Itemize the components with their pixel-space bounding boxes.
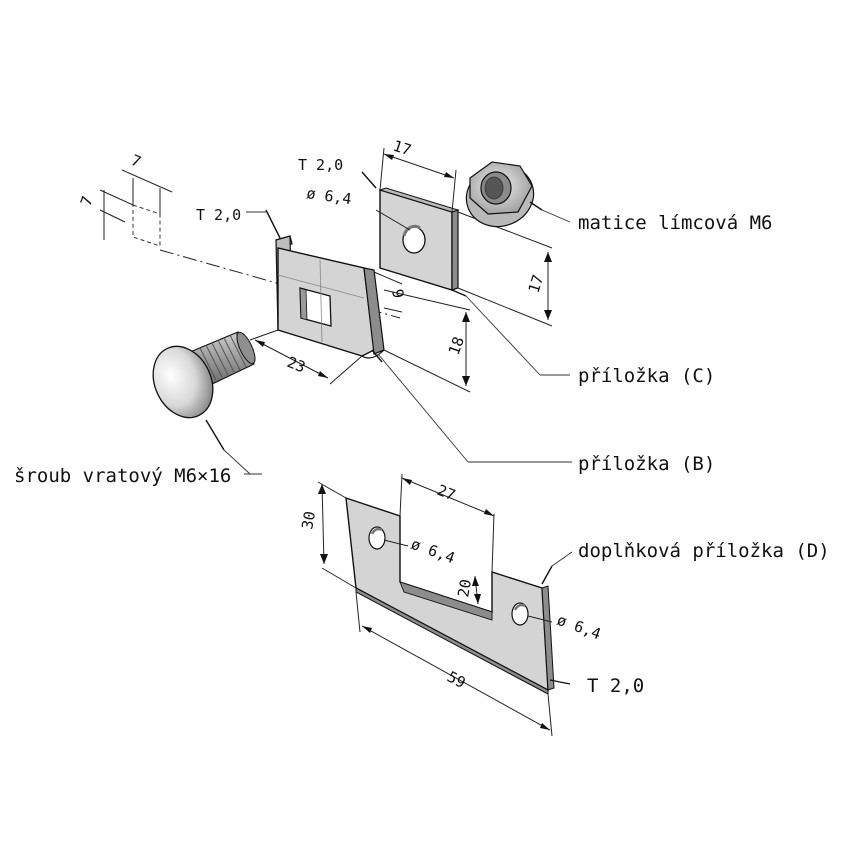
plate-b-label: příložka (B) [578,453,715,475]
d-length-dim: 59 [444,668,468,692]
d-thickness-dim: T 2,0 [587,675,644,697]
carriage-bolt [152,331,262,475]
c-thickness-dim: T 2,0 [298,156,343,174]
b-depth-dim: 9 [388,288,407,300]
part-b-pointer [371,349,383,363]
plate-d-label: doplňková příložka (D) [578,540,830,562]
d-height-dim: 30 [298,510,319,531]
hole-y-dim: 7 [77,194,97,209]
part-d-dimensions [317,473,553,737]
nut-label: matice límcová M6 [578,212,772,234]
d-left-hole-dim: ø 6,4 [409,535,458,567]
part-b-leader [377,353,469,463]
b-height-dim: 18 [445,334,468,357]
b-width-dim: 23 [285,353,308,376]
part-b [246,209,385,359]
part-c [361,147,570,376]
collar-nut [465,161,571,228]
hole-x-dim: 7 [129,151,144,171]
bolt-label: šroub vratový M6×16 [14,465,231,487]
d-gap-dim: 27 [435,481,458,504]
c-width-dim: 17 [391,137,414,160]
c-height-dim: 17 [525,272,548,295]
d-right-hole-dim: ø 6,4 [555,611,604,643]
d-slot-depth-dim: 20 [454,578,475,599]
b-thickness-dim: T 2,0 [196,206,241,224]
part-b-dimensions [249,271,471,393]
plate-c-label: příložka (C) [578,365,715,387]
c-hole-dim: ø 6,4 [305,184,352,208]
part-d [345,496,573,695]
